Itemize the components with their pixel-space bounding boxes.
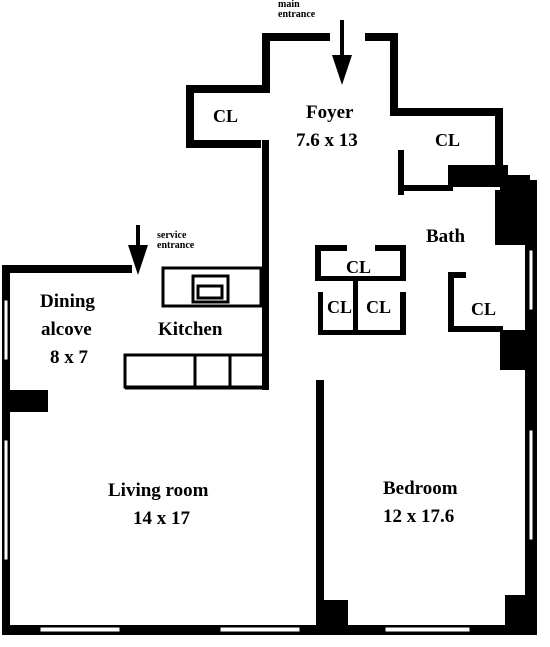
- foyer-dims: 7.6 x 13: [296, 130, 358, 151]
- closet-hall-right: CL: [366, 297, 391, 317]
- service-entrance-arrow: [128, 225, 148, 275]
- foyer-label: Foyer: [306, 102, 354, 123]
- living-room-dims: 14 x 17: [133, 508, 191, 529]
- closet-foyer-left: CL: [213, 106, 238, 126]
- main-entrance-arrow: [332, 20, 352, 85]
- closet-hall-top: CL: [346, 257, 371, 277]
- bedroom-dims: 12 x 17.6: [383, 506, 454, 527]
- windows: [3, 249, 534, 633]
- dining-dims: 8 x 7: [50, 347, 89, 368]
- closet-hall-left: CL: [327, 297, 352, 317]
- service-entrance-label-line1: service: [157, 230, 187, 241]
- dining-label-line1: Dining: [40, 291, 95, 312]
- living-room-label: Living room: [108, 480, 209, 501]
- bedroom-label: Bedroom: [383, 478, 458, 499]
- bath-label: Bath: [426, 226, 466, 247]
- dining-label-line2: alcove: [41, 319, 92, 340]
- kitchen-counters: [123, 266, 268, 390]
- closet-foyer-right: CL: [435, 130, 460, 150]
- kitchen-label: Kitchen: [158, 319, 223, 340]
- main-entrance-label-line2: entrance: [278, 9, 316, 20]
- service-entrance-label-line2: entrance: [157, 240, 195, 251]
- closet-bath-side: CL: [471, 299, 496, 319]
- interior-walls: [262, 150, 503, 625]
- main-entrance-label-line1: main: [278, 0, 300, 10]
